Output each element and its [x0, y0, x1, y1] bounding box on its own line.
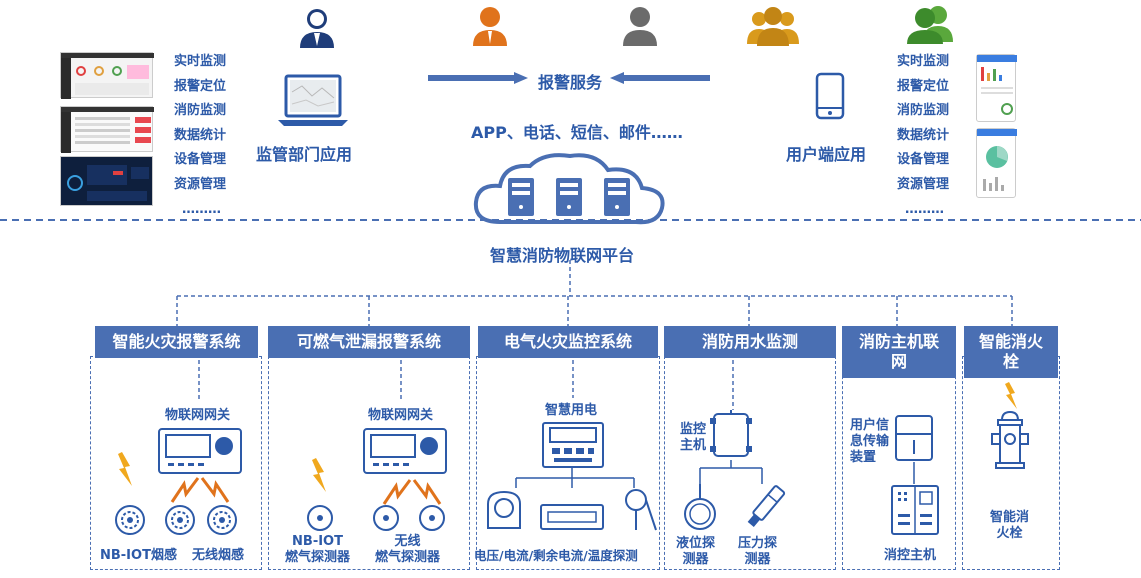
- gateway-label-1: 物联网网关: [165, 408, 231, 423]
- transmission-device-label: 用户信 息传输 装置: [850, 418, 890, 465]
- group-people-icon: [747, 7, 799, 46]
- meter-link: [572, 360, 574, 398]
- iot-gateway-icon: [363, 428, 447, 474]
- gas-detector-icon: [419, 505, 445, 531]
- laptop-icon: [278, 74, 348, 126]
- mobile-thumbnail-1: [976, 54, 1017, 122]
- gas-detector-icon: [307, 505, 333, 531]
- right-feature-item: 设备管理: [897, 152, 950, 168]
- gas-leak-system-title: 可燃气泄漏报警系统: [268, 326, 470, 358]
- iot-gateway-icon: [158, 428, 242, 474]
- fire-water-system-title: 消防用水监测: [664, 326, 836, 358]
- smoke-detector-icon: [207, 505, 237, 535]
- lightning-icon: [312, 458, 326, 492]
- gray-person-icon: [623, 7, 657, 46]
- user-app-label: 用户端应用: [786, 145, 867, 164]
- pressure-sensor-icon: [747, 485, 786, 528]
- left-feature-item: 设备管理: [174, 152, 227, 168]
- fire-control-host-icon: [891, 485, 939, 535]
- lightning-icon: [1005, 382, 1017, 409]
- dashboard-thumbnail-1: [60, 52, 154, 99]
- fire-host-system-title: 消防主机联 网: [842, 326, 956, 378]
- temperature-sensor-icon: [625, 489, 657, 531]
- layer-divider: [0, 219, 1141, 221]
- monitor-host-icon: [710, 410, 752, 457]
- sensor-bus-connector: [515, 468, 635, 488]
- gateway-link-1: [198, 360, 200, 400]
- right-feature-item: 消防监测: [897, 103, 950, 119]
- dashboard-thumbnail-2: [60, 106, 154, 153]
- smart-power-label: 智慧用电: [545, 403, 598, 418]
- electrical-fire-system-title: 电气火灾监控系统: [478, 326, 658, 358]
- regulator-app-label: 监管部门应用: [256, 145, 353, 164]
- level-sensor-icon: [684, 484, 716, 530]
- electrical-sensors-label: 电压/电流/剩余电流/温度探测: [474, 548, 638, 563]
- current-transformer-icon: [487, 490, 521, 529]
- right-feature-list: 实时监测 报警定位 消防监测 数据统计 设备管理 资源管理 ………: [897, 50, 949, 222]
- monitor-host-label: 监控 主机: [680, 422, 707, 453]
- left-feature-item: 报警定位: [174, 78, 227, 94]
- left-feature-item: 消防监测: [174, 103, 227, 119]
- hydrant-system-title: 智能消火 栓: [964, 326, 1058, 378]
- alarm-service-label: 报警服务: [538, 73, 603, 92]
- wireless-signal-icon: [382, 479, 442, 505]
- gateway-link-2: [400, 360, 402, 400]
- smart-hydrant-label: 智能消 火栓: [990, 510, 1030, 541]
- left-feature-item: 实时监测: [174, 54, 227, 69]
- left-feature-item: ………: [182, 201, 221, 217]
- mobile-thumbnail-2: [976, 128, 1017, 198]
- system-bus-connector: [176, 260, 1013, 326]
- wireless-signal-icon: [170, 477, 230, 503]
- gas-detector-icon: [373, 505, 399, 531]
- green-people-icon: [907, 6, 953, 44]
- notification-channels: APP、电话、短信、邮件……: [471, 123, 683, 142]
- smart-meter-icon: [542, 422, 604, 468]
- water-sensor-connector: [699, 460, 763, 484]
- right-feature-item: 实时监测: [897, 54, 950, 69]
- navy-person-icon: [300, 9, 334, 48]
- left-feature-item: 数据统计: [174, 127, 227, 143]
- right-feature-item: 数据统计: [897, 127, 950, 143]
- platform-label: 智慧消防物联网平台: [490, 246, 635, 265]
- fire-alarm-system-title: 智能火灾报警系统: [95, 326, 258, 358]
- pressure-sensor-label: 压力探 测器: [738, 536, 778, 567]
- level-sensor-label: 液位探 测器: [676, 536, 716, 567]
- transmission-device-icon: [895, 415, 933, 461]
- smoke-detector-icon: [115, 505, 145, 535]
- host-link: [732, 360, 734, 410]
- gateway-label-2: 物联网网关: [368, 408, 434, 423]
- right-feature-item: 报警定位: [897, 78, 950, 94]
- lightning-icon: [118, 452, 132, 486]
- nb-iot-smoke-label: NB-IOT烟感: [100, 548, 177, 563]
- left-feature-item: 资源管理: [174, 176, 227, 192]
- host-connector: [913, 462, 915, 484]
- wireless-smoke-label: 无线烟感: [192, 548, 245, 563]
- phone-icon: [815, 72, 845, 120]
- nb-iot-gas-label: NB-IOT 燃气探测器: [285, 534, 351, 565]
- right-feature-item: ………: [905, 201, 944, 217]
- fire-control-host-label: 消控主机: [884, 548, 937, 563]
- residual-current-sensor-icon: [540, 504, 604, 530]
- dashboard-thumbnail-3: [60, 156, 153, 206]
- right-feature-item: 资源管理: [897, 176, 950, 192]
- smoke-detector-icon: [165, 505, 195, 535]
- left-arrow-icon: [428, 72, 528, 84]
- left-feature-list: 实时监测 报警定位 消防监测 数据统计 设备管理 资源管理 ………: [174, 50, 226, 222]
- wireless-gas-label: 无线 燃气探测器: [375, 534, 441, 565]
- cloud-server-icon: [473, 153, 665, 225]
- right-arrow-icon: [610, 72, 710, 84]
- fire-hydrant-icon: [991, 410, 1029, 469]
- orange-person-icon: [473, 7, 507, 46]
